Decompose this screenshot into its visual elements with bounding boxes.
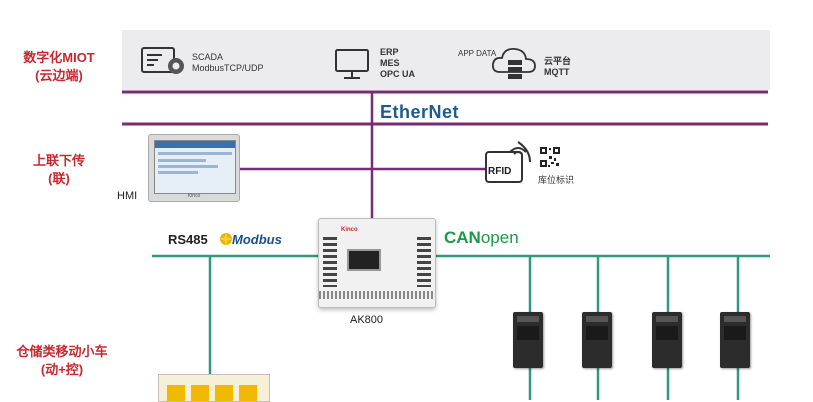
level-cloud-edge: 数字化MIOT (云边端)	[23, 50, 95, 83]
rfid-icon	[485, 141, 531, 183]
modbus-label: Modbus	[232, 232, 282, 247]
monitor-icon	[335, 49, 369, 79]
servo-drive	[582, 312, 612, 368]
level-agv: 仓储类移动小车 (动+控)	[16, 344, 108, 377]
rfid-label: RFID	[488, 166, 512, 177]
plc-port-left	[323, 237, 337, 287]
level-uplink: 上联下传 (联)	[32, 153, 85, 186]
scada-text: SCADA ModbusTCP/UDP	[192, 52, 264, 73]
app-data-label: APP DATA	[458, 49, 497, 58]
servo-drive	[513, 312, 543, 368]
servo-drive	[720, 312, 750, 368]
plc-brand: Kinco	[341, 227, 358, 233]
cloud-server-icon	[491, 48, 536, 79]
rs485-label: RS485	[168, 232, 208, 247]
servo-drive	[652, 312, 682, 368]
battery-pack	[158, 374, 270, 402]
hmi-brand: Kinco	[187, 193, 201, 199]
plc-device: Kinco	[318, 218, 436, 308]
plc-name-label: AK800	[350, 314, 384, 326]
scada-icon	[141, 47, 184, 74]
erp-text: ERP MES OPC UA	[380, 47, 416, 79]
plc-rail	[319, 291, 435, 299]
ethernet-label: EtherNet	[380, 102, 460, 122]
hmi-label: HMI	[117, 190, 138, 202]
canopen-label: CANopen	[444, 228, 519, 247]
hmi-device: Kinco	[148, 134, 240, 202]
hmi-screen	[154, 140, 236, 194]
rfid-caption: 库位标识	[538, 175, 575, 185]
cloud-edge-panel	[122, 30, 770, 90]
qr-code-icon	[539, 146, 561, 168]
plc-display	[347, 249, 381, 271]
plc-port-right	[417, 237, 431, 287]
modbus-logo-icon	[219, 232, 233, 246]
cloud-platform-text: 云平台 MQTT	[544, 56, 572, 77]
